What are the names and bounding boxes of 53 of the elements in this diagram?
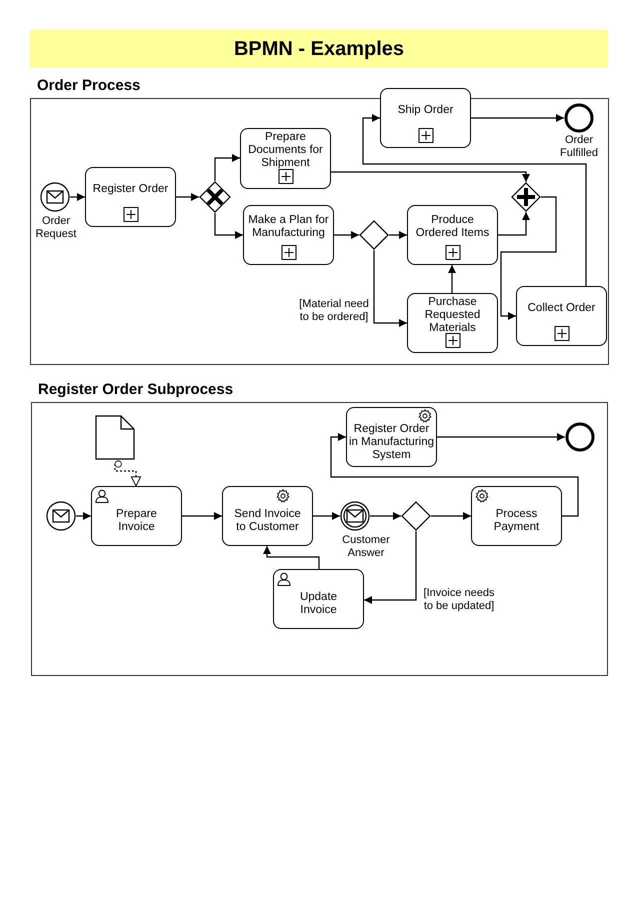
task-box <box>380 88 471 148</box>
sequence-flow-arrow <box>76 512 91 520</box>
sequence-flow-arrow <box>389 231 407 239</box>
task-box <box>516 286 607 346</box>
sequence-flow-arrow <box>498 212 530 236</box>
task-box <box>407 205 498 265</box>
task-box <box>222 486 313 546</box>
task-box <box>471 486 562 546</box>
sequence-flow-arrow <box>471 114 564 122</box>
sequence-flow-arrow <box>214 213 243 239</box>
sequence-flow-arrow <box>330 433 579 517</box>
sequence-flow-arrow <box>331 171 530 182</box>
sequence-flow-arrow <box>334 231 359 239</box>
task-box <box>273 569 364 629</box>
association-line <box>114 460 142 486</box>
event-label: Order Fulfilled <box>559 134 599 160</box>
task-label: Register Order in Manufacturing System <box>348 423 435 462</box>
task-box <box>407 293 498 353</box>
sequence-flow-arrow <box>437 433 565 441</box>
task-label: Prepare Invoice <box>115 508 158 534</box>
sequence-flow-arrow <box>373 250 407 327</box>
sequence-flow-arrow <box>182 512 222 520</box>
event-label: Customer Answer <box>341 534 391 560</box>
sequence-flow-arrow <box>176 193 199 201</box>
sequence-flow-arrow <box>364 531 417 604</box>
sequence-flow-arrow <box>370 512 401 520</box>
task-box <box>243 205 334 265</box>
sequence-flow-arrow <box>500 196 557 320</box>
sequence-flow-arrow <box>214 154 240 181</box>
sequence-flow-arrow <box>362 114 587 286</box>
task-label: Process Payment <box>492 508 540 534</box>
task-box <box>85 167 176 227</box>
task-box <box>240 128 331 189</box>
task-label: Update Invoice <box>298 591 338 617</box>
title: BPMN - Examples <box>234 37 404 62</box>
sequence-flow-arrow <box>70 193 85 201</box>
event-label: Order Request <box>34 215 78 241</box>
task-box <box>91 486 182 546</box>
task-label: Produce Ordered Items <box>414 214 490 240</box>
sequence-flow-arrow <box>313 512 340 520</box>
task-label: Ship Order <box>398 104 454 116</box>
pool-heading: Order Process <box>37 76 140 96</box>
task-label: Prepare Documents for Shipment <box>247 131 324 170</box>
sequence-flow-arrow <box>263 546 320 569</box>
task-label: Register Order <box>92 182 168 196</box>
task-label: Collect Order <box>528 302 596 314</box>
sequence-flow-arrow <box>448 265 456 293</box>
task-box <box>346 407 437 467</box>
pool-heading: Register Order Subprocess <box>38 380 234 400</box>
task-label: Send Invoice to Customer <box>233 508 302 534</box>
task-label: Purchase Requested Materials <box>424 296 482 334</box>
sequence-flow-arrow <box>431 512 471 520</box>
task-label: Make a Plan for Manufacturing <box>247 214 330 240</box>
